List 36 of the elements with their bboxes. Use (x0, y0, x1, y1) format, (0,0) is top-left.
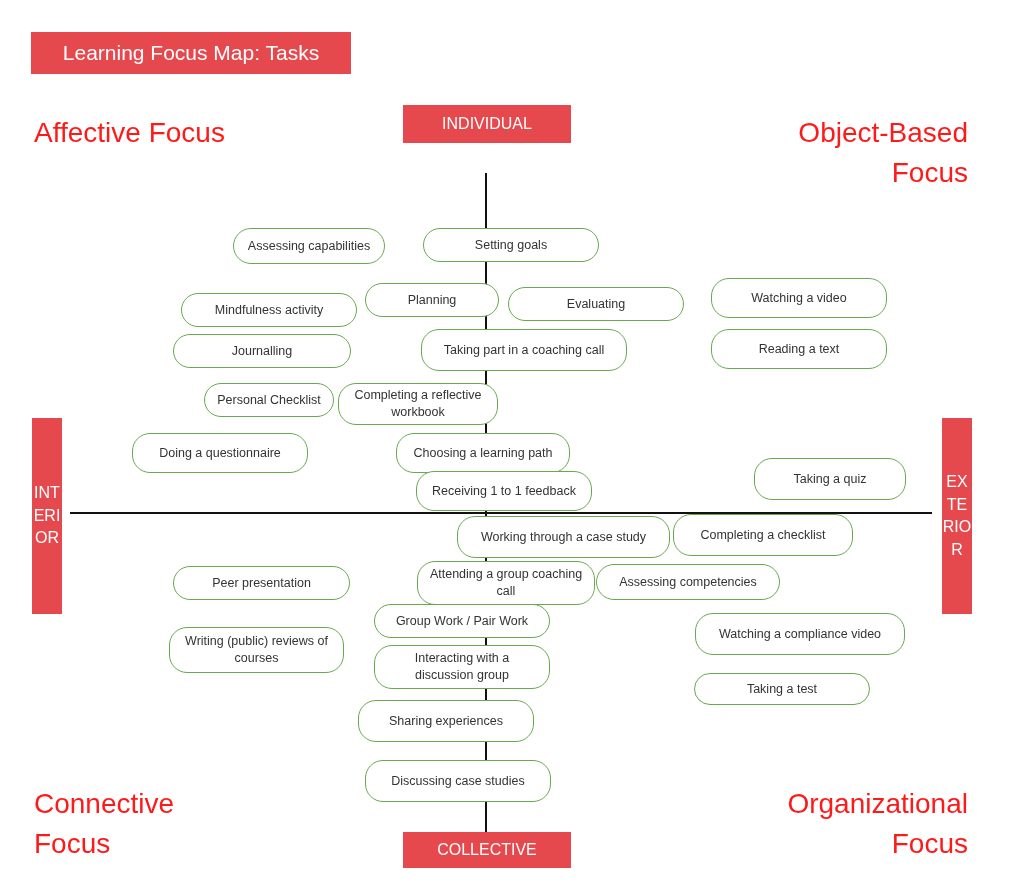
task-pill: Doing a questionnaire (132, 433, 308, 473)
task-pill: Receiving 1 to 1 feedback (416, 471, 592, 511)
task-pill: Reading a text (711, 329, 887, 369)
task-pill: Writing (public) reviews of courses (169, 627, 344, 673)
task-pill: Assessing capabilities (233, 228, 385, 264)
task-pill: Personal Checklist (204, 383, 334, 417)
task-pill: Watching a video (711, 278, 887, 318)
task-pill: Peer presentation (173, 566, 350, 600)
task-pill: Group Work / Pair Work (374, 604, 550, 638)
quadrant-label: Affective Focus (34, 116, 226, 150)
axis-label-box: INTERIOR (32, 418, 62, 614)
task-pill: Watching a compliance video (695, 613, 905, 655)
task-pill: Sharing experiences (358, 700, 534, 742)
task-pill: Mindfulness activity (181, 293, 357, 327)
axis-label-box: EXTERIOR (942, 418, 972, 614)
quadrant-label: Connective Focus (34, 787, 176, 861)
task-pill: Setting goals (423, 228, 599, 262)
task-pill: Journalling (173, 334, 351, 368)
task-pill: Working through a case study (457, 516, 670, 558)
quadrant-label: Object-Based Focus (797, 116, 968, 190)
task-pill: Evaluating (508, 287, 684, 321)
task-pill: Completing a reflective workbook (338, 383, 498, 425)
task-pill: Discussing case studies (365, 760, 551, 802)
task-pill: Planning (365, 283, 499, 317)
task-pill: Taking part in a coaching call (421, 329, 627, 371)
task-pill: Assessing competencies (596, 564, 780, 600)
axis-label-box: COLLECTIVE (403, 832, 571, 868)
title-banner: Learning Focus Map: Tasks (31, 32, 351, 74)
task-pill: Taking a test (694, 673, 870, 705)
task-pill: Completing a checklist (673, 514, 853, 556)
task-pill: Choosing a learning path (396, 433, 570, 473)
quadrant-label: Organizational Focus (786, 787, 968, 861)
task-pill: Interacting with a discussion group (374, 645, 550, 689)
task-pill: Attending a group coaching call (417, 561, 595, 605)
axis-label-box: INDIVIDUAL (403, 105, 571, 143)
task-pill: Taking a quiz (754, 458, 906, 500)
